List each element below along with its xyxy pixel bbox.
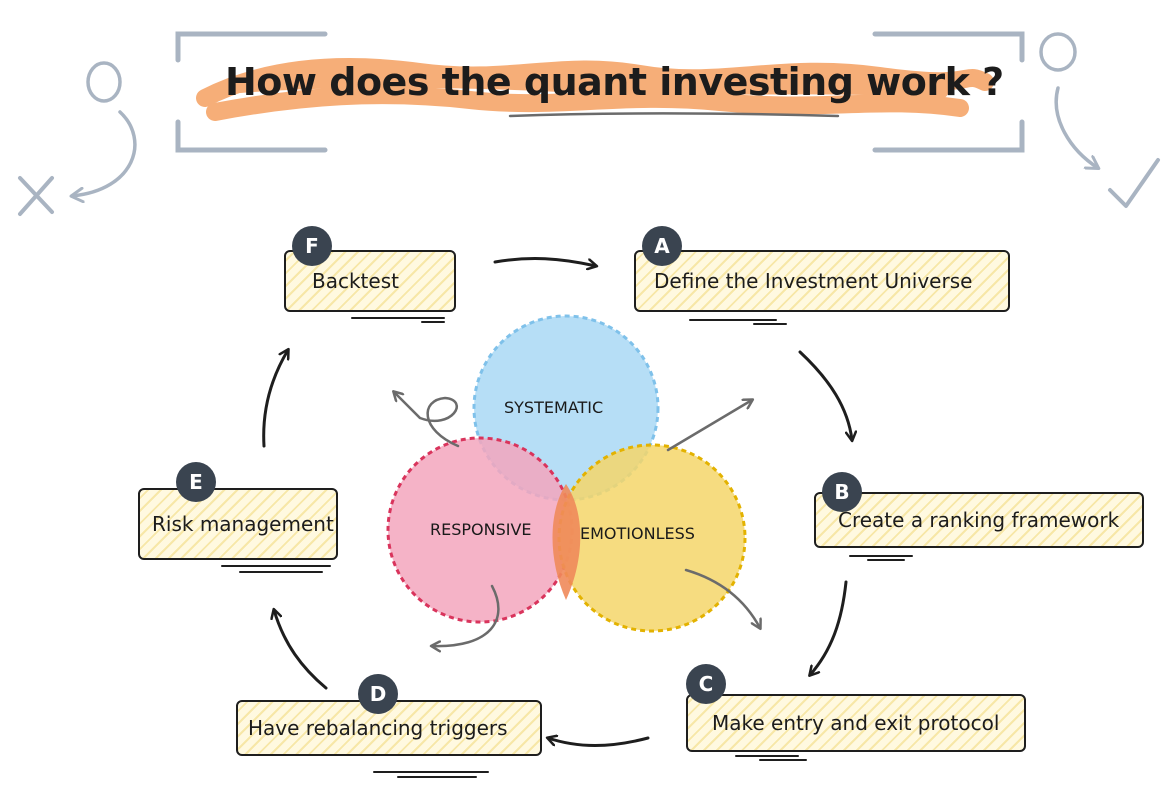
venn-diagram <box>386 314 747 633</box>
step-label-b: Create a ranking framework <box>838 508 1120 532</box>
step-card-c: Make entry and exit protocol <box>686 694 1026 752</box>
title-underline <box>508 112 840 118</box>
step-badge-d: D <box>358 674 398 714</box>
curved-arrow-icon <box>72 110 137 196</box>
step-label-f: Backtest <box>312 269 399 293</box>
person-icon <box>86 61 122 103</box>
step-label-e: Risk management <box>152 512 334 536</box>
title-highlight <box>196 58 994 121</box>
curved-arrow-icon <box>1054 86 1098 168</box>
arrow-d-to-e <box>274 610 328 690</box>
step-badge-a: A <box>642 226 682 266</box>
venn-label-systematic: SYSTEMATIC <box>504 398 604 417</box>
check-mark-icon <box>1108 158 1160 208</box>
cycle-arrows <box>262 257 852 747</box>
venn-label-responsive: RESPONSIVE <box>430 520 532 539</box>
arrow-a-to-b <box>798 350 852 440</box>
person-icon <box>1039 32 1077 72</box>
arrow-c-to-d <box>548 738 650 747</box>
step-label-d: Have rebalancing triggers <box>248 716 508 740</box>
step-card-f: Backtest <box>284 250 456 312</box>
page-title: How does the quant investing work ? <box>225 60 1004 104</box>
step-card-a: Define the Investment Universe <box>634 250 1010 312</box>
x-mark-icon <box>18 176 54 216</box>
step-badge-b: B <box>822 472 862 512</box>
step-badge-f: F <box>292 226 332 266</box>
venn-label-emotionless: EMOTIONLESS <box>580 524 695 543</box>
step-badge-c: C <box>686 664 726 704</box>
step-badge-e: E <box>176 462 216 502</box>
card-underlines <box>221 317 913 778</box>
step-label-c: Make entry and exit protocol <box>712 711 1000 735</box>
venn-overlap <box>552 484 581 600</box>
venn-arrows <box>394 392 760 646</box>
step-card-b: Create a ranking framework <box>814 492 1144 548</box>
arrow-f-to-a <box>493 257 596 266</box>
title-frame <box>175 31 1025 153</box>
step-card-e: Risk management <box>138 488 338 560</box>
arrow-b-to-c <box>810 580 848 675</box>
step-label-a: Define the Investment Universe <box>654 269 973 293</box>
arrow-e-to-f <box>262 350 288 448</box>
